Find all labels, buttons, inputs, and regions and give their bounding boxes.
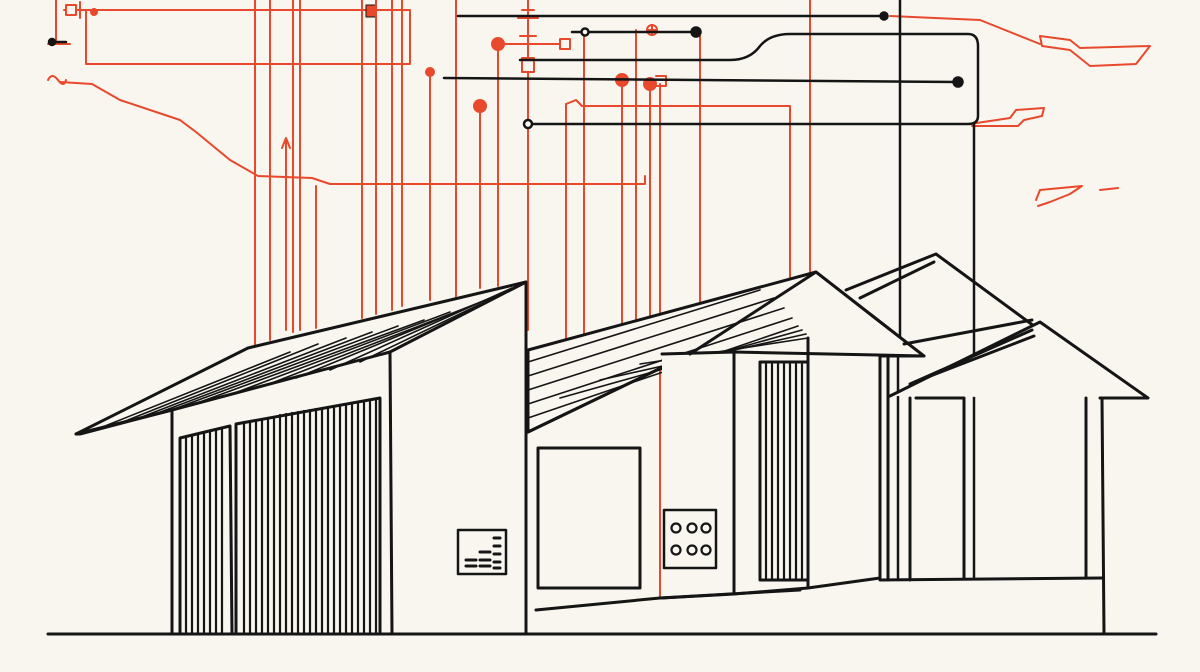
middle-window — [536, 446, 642, 590]
line-vertical-main — [896, 0, 902, 582]
wire-center-plug — [517, 9, 539, 49]
garage-door-ribs — [184, 397, 378, 636]
right-front-roof — [888, 320, 1150, 400]
wire-right-top — [889, 15, 1041, 45]
middle-ribbed-door-ribs — [764, 362, 804, 582]
meter-panel-icon — [456, 528, 508, 576]
garage-door-right — [234, 396, 382, 636]
right-houses — [844, 252, 1150, 636]
line-curve-end — [522, 118, 534, 130]
line-left-node — [47, 37, 57, 47]
right-front-roof-eave — [908, 328, 1036, 386]
red-wiring — [47, 0, 1151, 599]
line-top-node — [879, 11, 889, 21]
garage-left-eave — [74, 408, 174, 436]
wire-terminal-small — [65, 4, 77, 16]
socket-panel-icon — [662, 508, 718, 570]
wire-right-doodle — [1035, 185, 1119, 207]
middle-gable — [688, 270, 926, 358]
line-second-start — [580, 27, 590, 37]
wire-node-3 — [473, 99, 487, 113]
wire-node-5 — [643, 77, 657, 91]
wire-terminal-box — [365, 4, 377, 18]
line-curve — [518, 32, 980, 126]
line-third — [442, 76, 960, 84]
wire-top-left-loop — [69, 9, 411, 65]
line-third-node — [952, 76, 964, 88]
wire-node-2 — [491, 37, 505, 51]
wire-mid-connector — [655, 75, 667, 87]
right-base — [878, 576, 1104, 582]
wire-diagonal-left — [59, 81, 646, 185]
wire-mid-hook — [565, 99, 791, 113]
wire-boat-shape — [1039, 35, 1151, 67]
garage-door-left — [178, 424, 234, 636]
line-second-node — [690, 26, 702, 38]
garage-wall — [170, 280, 528, 636]
right-back-roof-2 — [902, 318, 1034, 346]
black-distribution-lines — [47, 0, 980, 582]
middle-slope-line — [534, 588, 802, 612]
wire-right-mid — [969, 107, 1045, 127]
houses — [46, 252, 1158, 636]
right-back-roof-inner — [858, 260, 936, 300]
wire-node-small-1 — [90, 8, 98, 16]
wire-node-6-cross — [646, 24, 658, 36]
right-back-roof — [844, 252, 1036, 328]
wire-node-1 — [425, 67, 435, 77]
middle-house — [526, 270, 926, 612]
wire-terminal-2 — [559, 38, 571, 50]
garage-building — [74, 280, 528, 636]
wire-terminal-3 — [521, 57, 535, 73]
right-wall — [886, 354, 1106, 636]
wire-arrow-up — [281, 137, 291, 331]
garage-roof-slats — [99, 284, 521, 429]
